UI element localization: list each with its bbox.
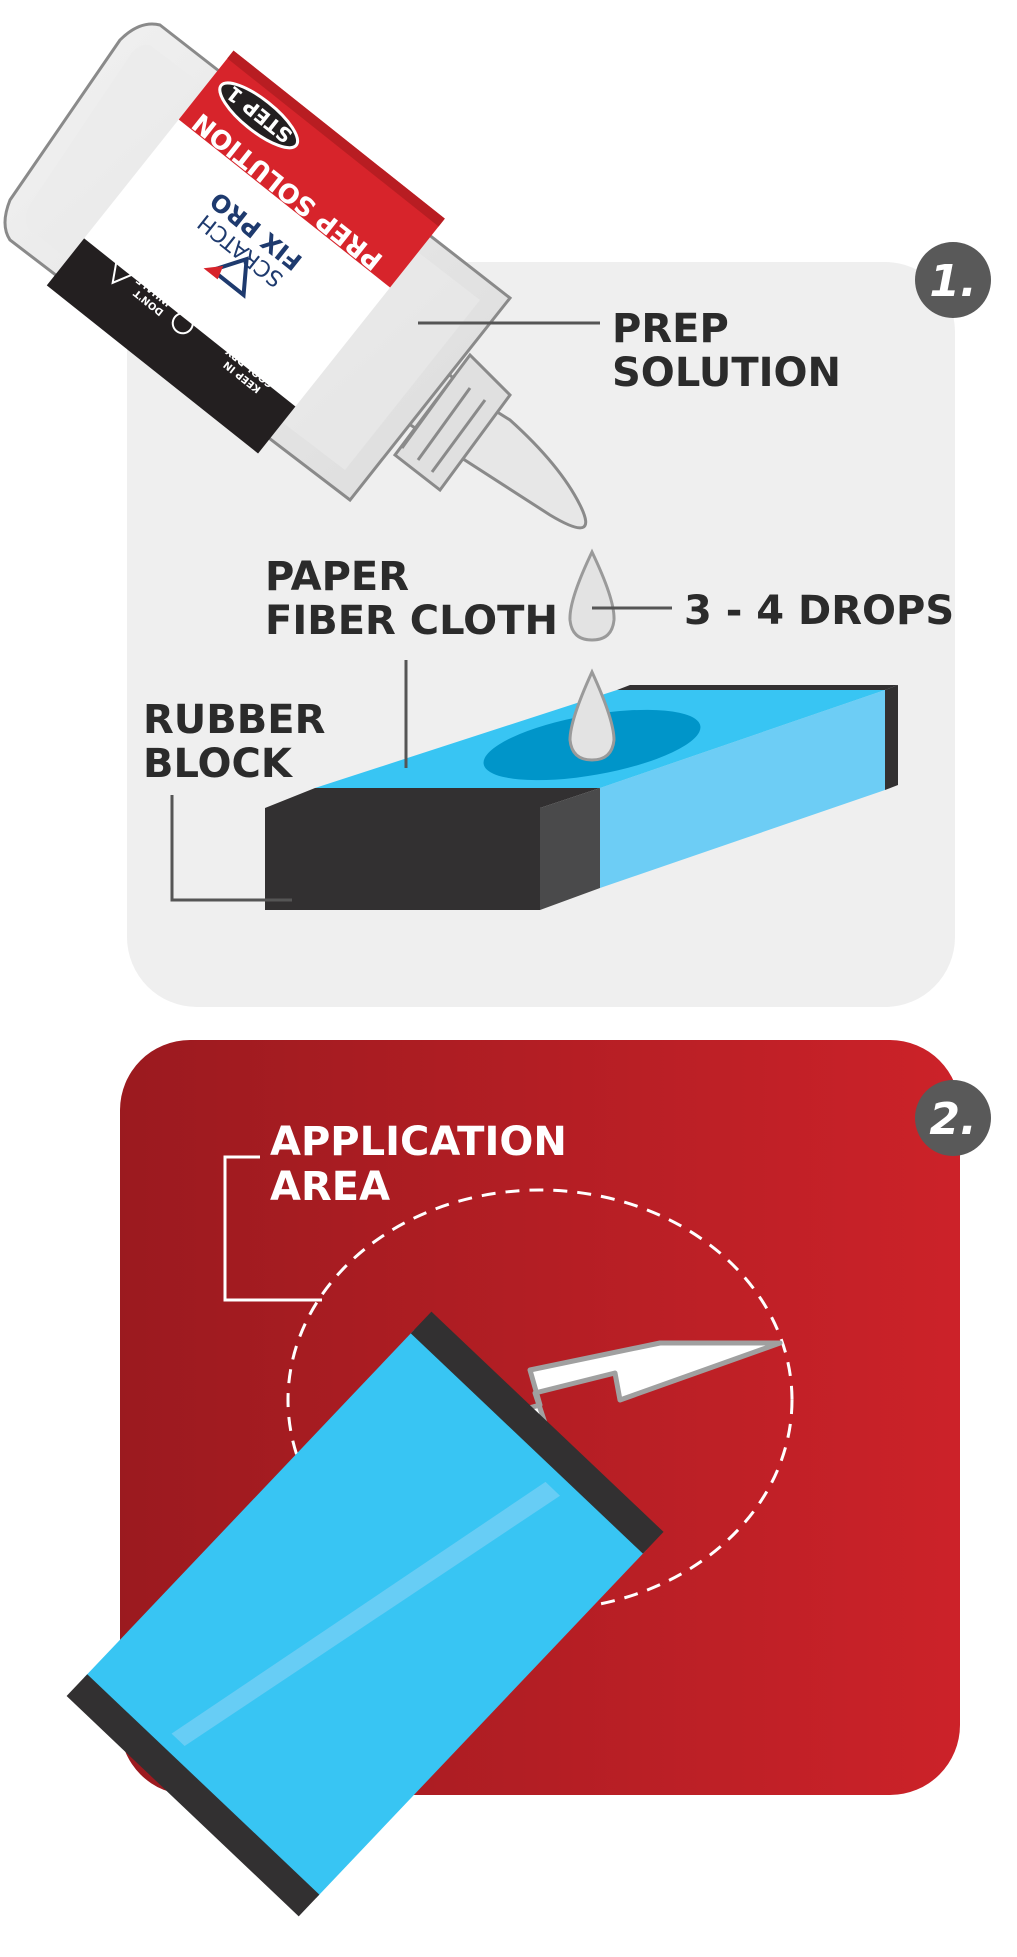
prep-solution-bottle: PREP SOLUTION STEP 1 SCRATCH FIX PRO KEE… <box>3 22 588 530</box>
inhale-warning-icon <box>171 312 194 335</box>
block-leader <box>170 795 292 902</box>
prep-solution-label-line1: PREP <box>612 306 729 352</box>
rubber-block-front <box>265 808 540 910</box>
drop-lower <box>568 668 616 762</box>
block-label-line2: BLOCK <box>143 741 294 787</box>
bottle-label: PREP SOLUTION STEP 1 SCRATCH FIX PRO KEE… <box>46 50 445 454</box>
prep-solution-label-line2: SOLUTION <box>612 350 841 396</box>
flammable-icon <box>111 256 138 285</box>
rubber-block-side <box>540 788 600 910</box>
drops-label: 3 - 4 DROPS <box>684 588 954 634</box>
rubber-block-applying <box>66 1311 664 1917</box>
block-label-line1: RUBBER <box>143 697 325 743</box>
area-leader <box>223 1155 322 1302</box>
area-label-line1: APPLICATION <box>270 1119 567 1165</box>
step2-badge-text: 2. <box>929 1094 976 1145</box>
step1-panel: 1. PREP SOLUTION <box>3 22 991 1007</box>
area-label-line2: AREA <box>270 1164 390 1210</box>
step1-badge-text: 1. <box>929 256 976 307</box>
step2-badge: 2. <box>915 1080 991 1156</box>
cloth-label-line1: PAPER <box>265 554 409 600</box>
drop-upper <box>568 548 616 642</box>
brand-logo-icon <box>208 256 249 299</box>
step1-badge: 1. <box>915 242 991 318</box>
cloth-label-line2: FIBER CLOTH <box>265 598 558 644</box>
